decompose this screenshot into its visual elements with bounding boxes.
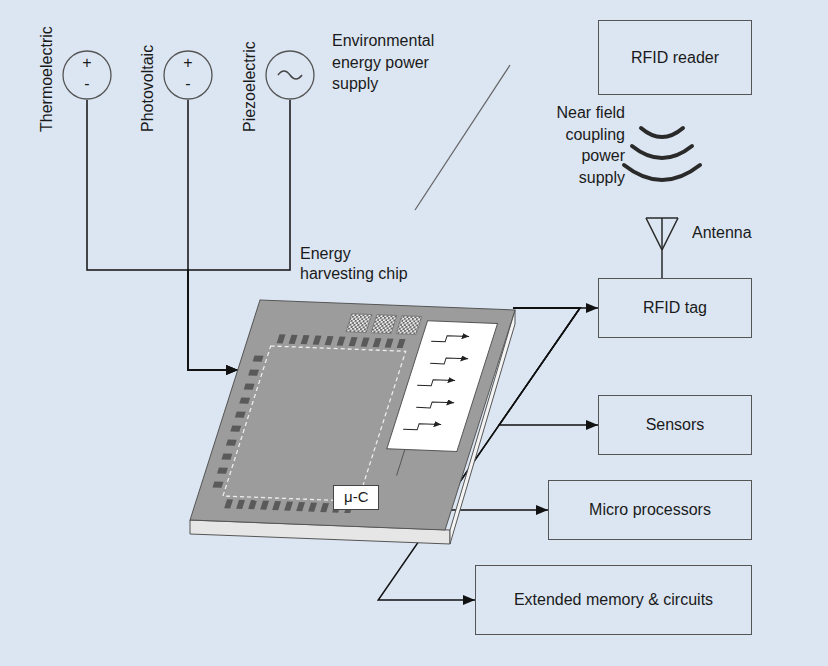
polarity-sign: - bbox=[163, 74, 213, 94]
power-supply-label: Near field coupling power supply bbox=[541, 102, 625, 188]
power-connector bbox=[87, 100, 238, 370]
chip-label: Energy harvesting chip bbox=[300, 244, 420, 284]
reader-box: RFID reader bbox=[598, 20, 752, 95]
source-name: Thermoelectric bbox=[38, 26, 56, 132]
separator-line bbox=[415, 65, 510, 210]
antenna-label: Antenna bbox=[692, 222, 772, 244]
circle-outline bbox=[265, 50, 315, 100]
source-name: Photovoltaic bbox=[139, 45, 157, 132]
chip-illustration: Energy harvesting chipμ-C bbox=[185, 290, 545, 550]
box-label: Extended memory & circuits bbox=[514, 590, 713, 610]
ac-symbol bbox=[278, 71, 302, 79]
polarity-sign: + bbox=[62, 53, 112, 73]
box-label: RFID tag bbox=[643, 298, 707, 318]
chip-drawing bbox=[185, 290, 545, 550]
box-label: RFID reader bbox=[631, 48, 719, 68]
box-label: Sensors bbox=[646, 415, 705, 435]
source-circle: Photovoltaic+- bbox=[163, 50, 213, 100]
source-circle: Piezoelectric bbox=[265, 50, 315, 100]
near-field-waves bbox=[624, 128, 700, 180]
microcontroller-box: μ-C bbox=[333, 485, 379, 510]
processor-box: Micro processors bbox=[548, 480, 752, 540]
tag-box: RFID tag bbox=[598, 278, 752, 338]
source-name: Piezoelectric bbox=[241, 41, 259, 132]
polarity-sign: + bbox=[163, 53, 213, 73]
microcontroller-label: μ-C bbox=[344, 488, 368, 505]
sensor-box: Sensors bbox=[598, 395, 752, 455]
source-circle: Thermoelectric+- bbox=[62, 50, 112, 100]
box-label: Micro processors bbox=[589, 500, 711, 520]
polarity-sign: - bbox=[62, 74, 112, 94]
power-supply-label: Environmental energy power supply bbox=[332, 30, 450, 95]
antenna-symbol bbox=[646, 218, 678, 278]
memory-box: Extended memory & circuits bbox=[475, 565, 752, 635]
power-connector bbox=[188, 100, 238, 370]
